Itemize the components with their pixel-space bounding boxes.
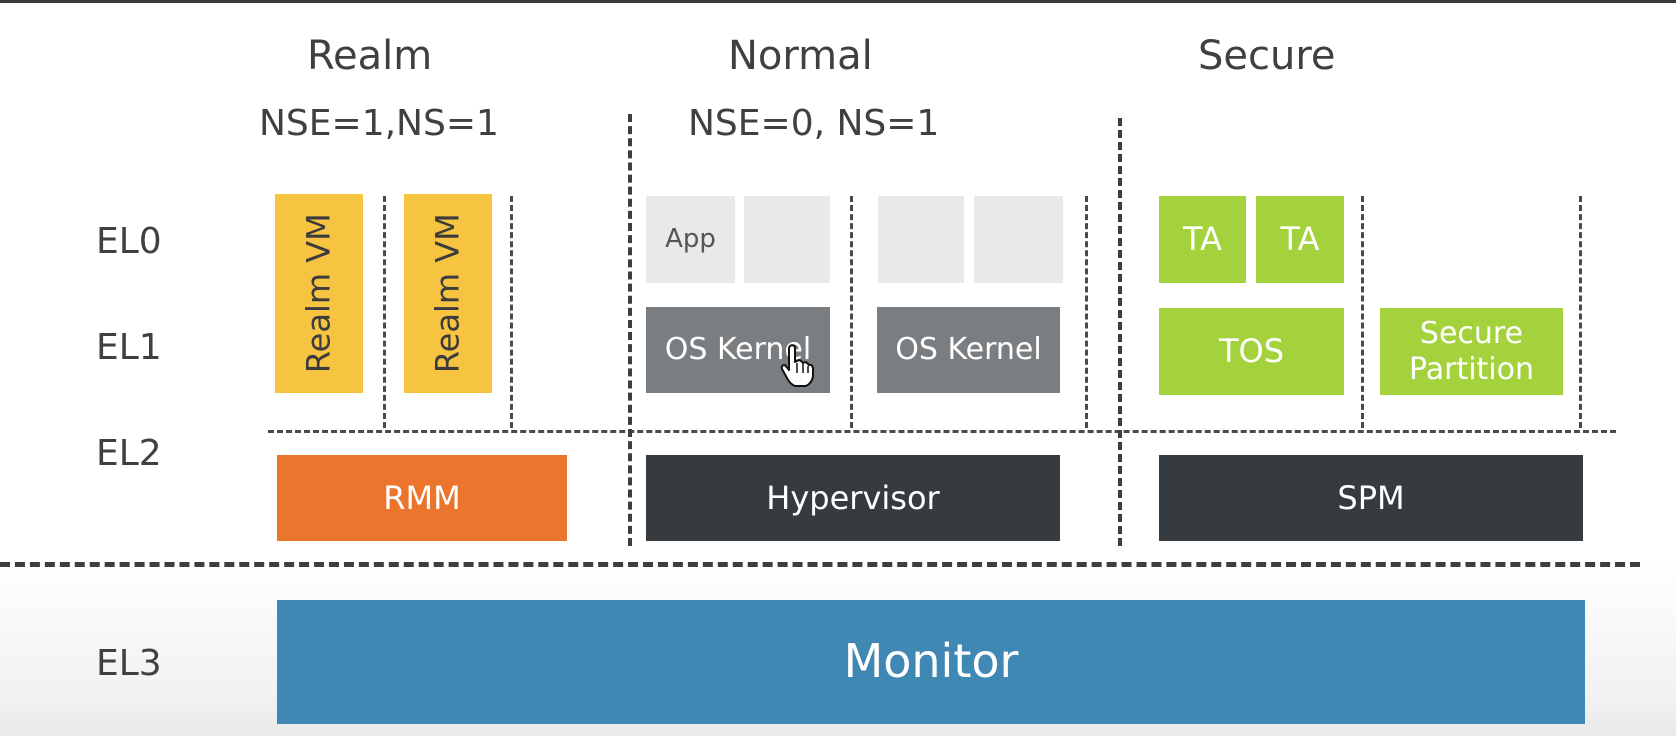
secure-divider-1 (1361, 196, 1364, 428)
monitor-label: Monitor (843, 634, 1019, 689)
realm-vm-divider-2 (510, 196, 513, 428)
spm-box: SPM (1159, 455, 1583, 541)
ta-1-label: TA (1183, 220, 1222, 259)
normal-el0-slot-3 (878, 196, 964, 283)
top-border (0, 0, 1676, 3)
realm-vm-1: Realm VM (275, 194, 363, 393)
el1-label: EL1 (96, 327, 162, 368)
normal-el0-slot-4 (974, 196, 1063, 283)
realm-vm-1-label: Realm VM (299, 213, 338, 374)
realm-vm-2-label: Realm VM (428, 213, 467, 374)
secure-partition-box: Secure Partition (1380, 308, 1563, 395)
ta-box-2: TA (1256, 196, 1344, 283)
os-kernel-box-1: OS Kernel (646, 307, 830, 393)
realm-normal-divider (628, 114, 632, 546)
el0-label: EL0 (96, 221, 162, 262)
normal-vm-divider-1 (850, 196, 853, 428)
tos-box: TOS (1159, 308, 1344, 395)
realm-title: Realm (307, 33, 433, 79)
normal-title: Normal (728, 33, 873, 79)
secure-title: Secure (1198, 33, 1336, 79)
normal-el0-slot-2 (744, 196, 830, 283)
el3-label: EL3 (96, 643, 162, 684)
el1-el2-divider (268, 430, 1616, 433)
os-kernel-2-label: OS Kernel (895, 332, 1042, 367)
ta-2-label: TA (1280, 220, 1320, 259)
os-kernel-box-2: OS Kernel (877, 307, 1060, 393)
rmm-box: RMM (277, 455, 567, 541)
realm-vm-divider-1 (383, 196, 386, 428)
app-label: App (665, 223, 716, 254)
hypervisor-box: Hypervisor (646, 455, 1060, 541)
hypervisor-label: Hypervisor (766, 478, 940, 517)
el2-label: EL2 (96, 433, 162, 474)
normal-config: NSE=0, NS=1 (688, 103, 940, 144)
spm-label: SPM (1337, 478, 1405, 517)
secure-divider-2 (1579, 196, 1582, 428)
secure-partition-line-1: Secure (1419, 315, 1524, 351)
normal-vm-divider-2 (1085, 196, 1088, 428)
realm-vm-2: Realm VM (404, 194, 492, 393)
rmm-label: RMM (383, 478, 461, 517)
el2-el3-divider (0, 562, 1640, 567)
os-kernel-1-label: OS Kernel (664, 332, 812, 367)
monitor-box: Monitor (277, 600, 1585, 724)
normal-secure-divider (1118, 118, 1122, 546)
tos-label: TOS (1218, 332, 1285, 371)
app-box: App (646, 196, 735, 283)
hand-pointer-icon (780, 344, 814, 387)
realm-config: NSE=1,NS=1 (259, 103, 499, 144)
ta-box-1: TA (1159, 196, 1246, 283)
secure-partition-line-2: Partition (1408, 351, 1535, 387)
